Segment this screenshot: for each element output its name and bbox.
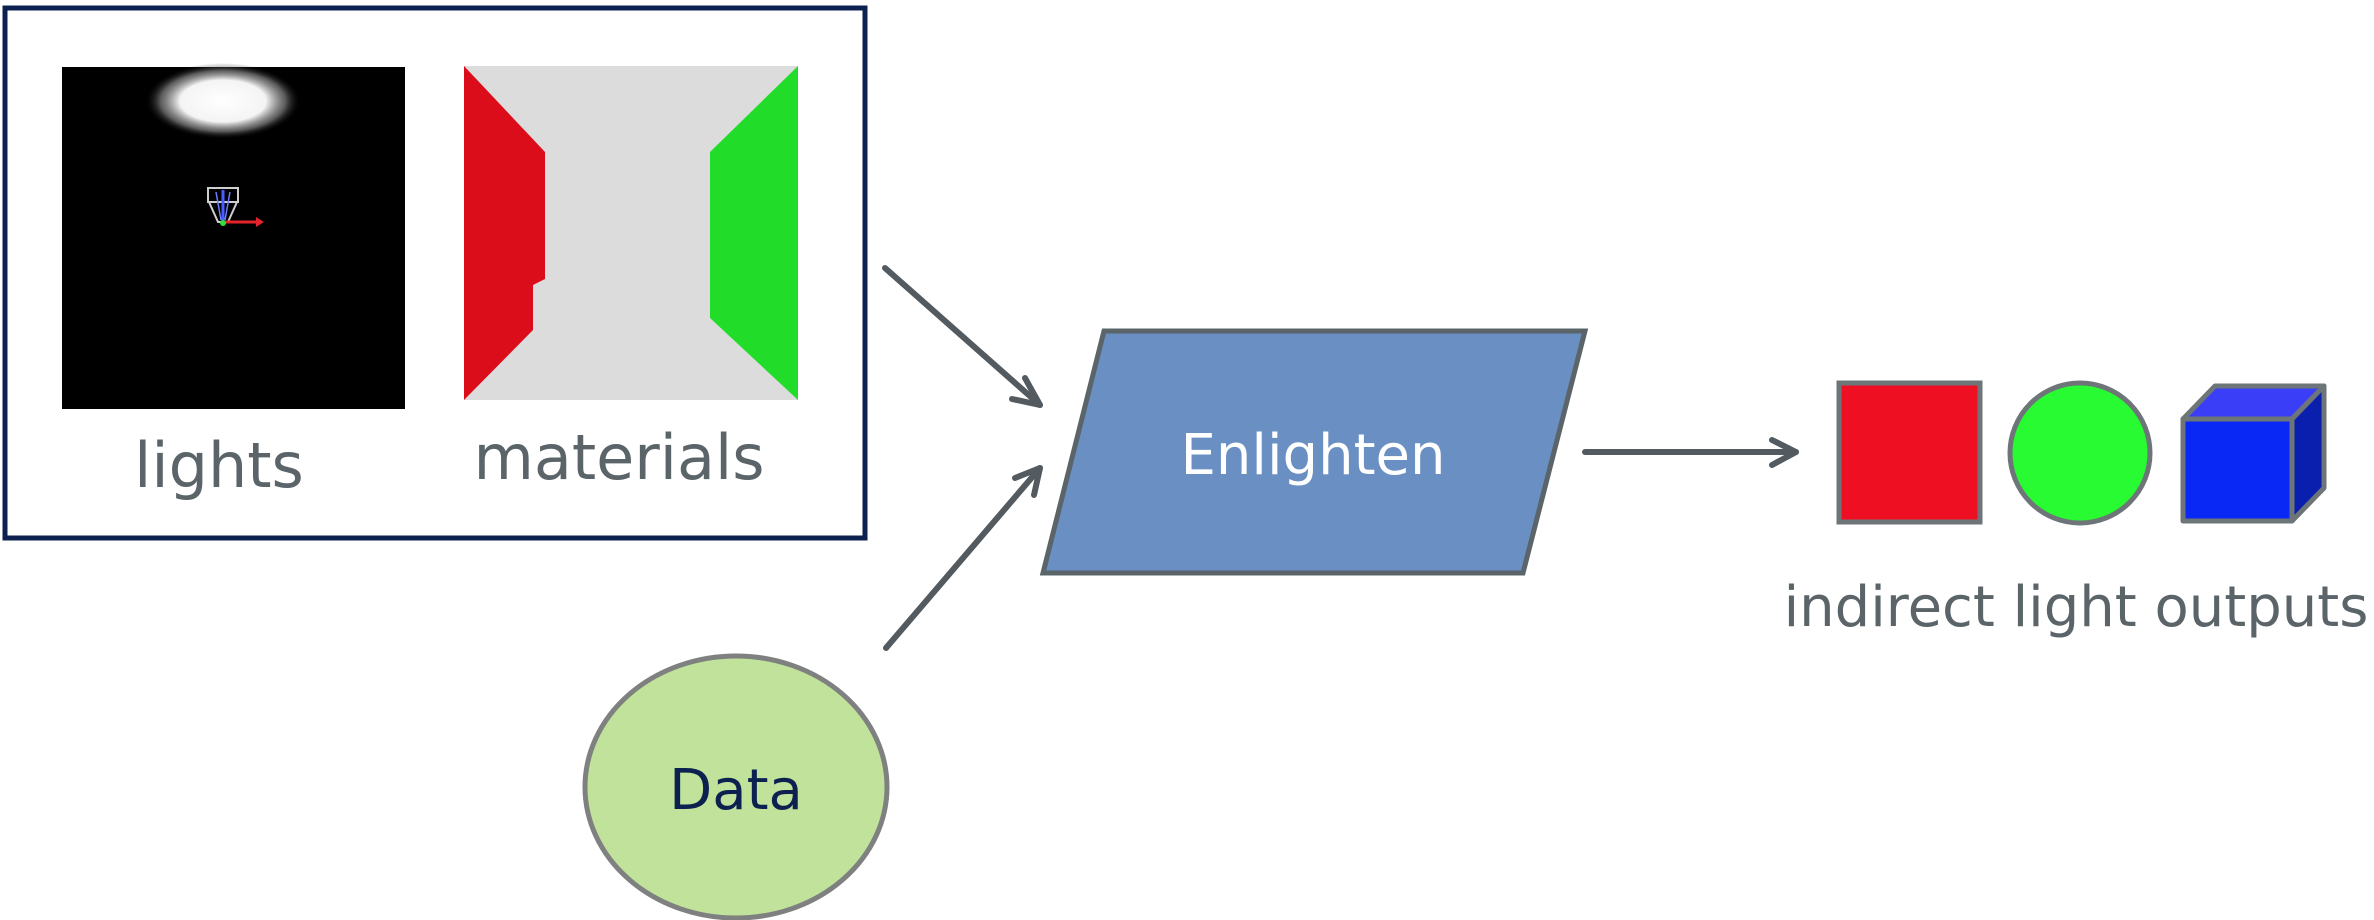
data-label: Data [669,758,803,823]
inputs-group: lights materials [2,5,868,541]
material-green-wall [710,66,798,400]
material-red-wall [464,66,545,400]
data-node: Data [582,653,890,920]
red-square-icon [1836,380,1983,525]
enlighten-parallelogram [1039,328,1589,576]
outputs-group: indirect light outputs [1784,380,2369,640]
enlighten-node: Enlighten [1039,328,1589,576]
enlighten-label: Enlighten [1181,423,1446,488]
materials-label: materials [473,421,764,494]
data-ellipse [582,653,890,920]
spotlight-gizmo-icon [207,187,264,227]
lights-label: lights [134,429,304,502]
arrow-enlighten-to-outputs [1582,437,1799,468]
outputs-label: indirect light outputs [1784,575,2369,640]
arrow-inputs-to-enlighten [882,265,1043,408]
lights-preview [62,63,405,409]
light-glow-icon [145,63,301,139]
materials-preview [464,66,798,400]
blue-cube-icon [2180,383,2327,524]
green-circle-icon [2007,380,2153,526]
arrow-data-to-enlighten [883,465,1043,651]
